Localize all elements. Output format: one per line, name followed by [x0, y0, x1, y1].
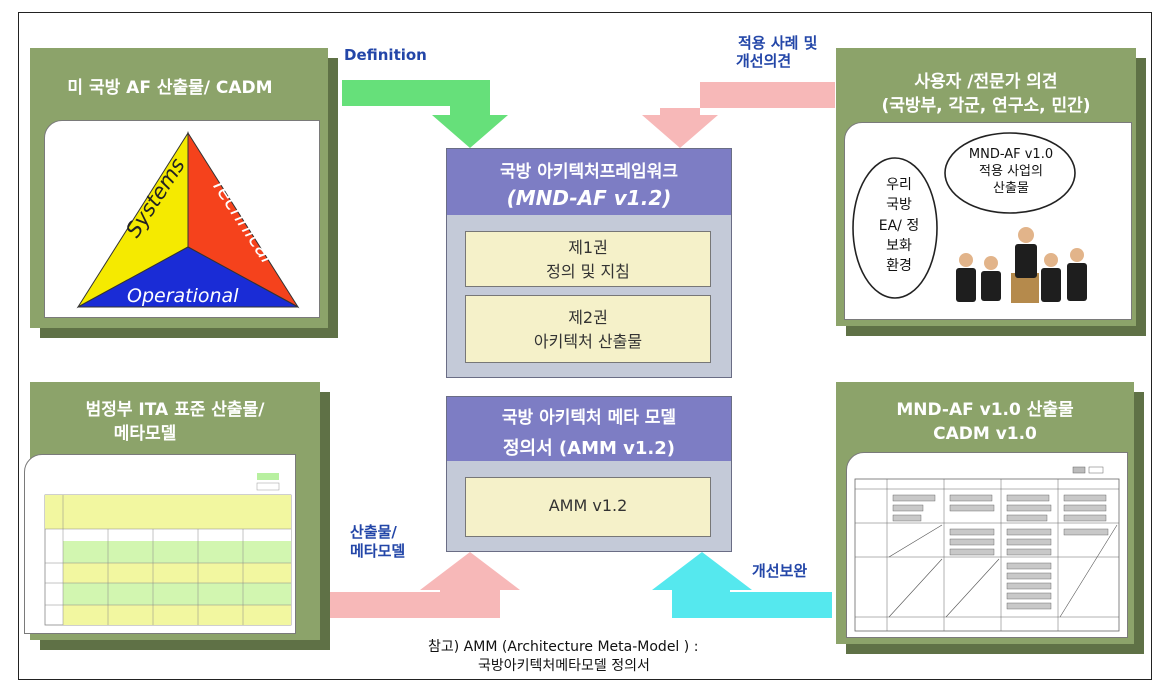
left-bubble [852, 157, 938, 299]
panel-bottom-right-title-2: CADM v1.0 [933, 424, 1037, 444]
feedback-arrow [642, 80, 835, 148]
right-bubble [944, 132, 1076, 214]
right-bubble-line-3: 산출물 [993, 180, 1029, 196]
ita-table-thumbnail [44, 473, 292, 626]
cadm-table-thumbnail [854, 466, 1120, 632]
panel-bottom-left: 범정부 ITA 표준 산출물/ 메타모델 [24, 382, 320, 640]
panel-top-left: 미 국방 AF 산출물/ CADM Systems Technical Oper… [30, 48, 328, 328]
volume-1-line-2: 정의 및 지침 [546, 262, 630, 281]
panel-bottom-right: MND-AF v1.0 산출물 CADM v1.0 [836, 382, 1134, 644]
footnote-line-2: 국방아키텍처메타모델 정의서 [478, 658, 650, 674]
right-bubble-line-2: 적용 사업의 [979, 163, 1043, 179]
outputs-arrow [330, 552, 520, 618]
diagram-frame [18, 12, 1152, 680]
volume-2-line-1: 제2권 [568, 308, 608, 327]
left-bubble-line-3: EA/ 정 [878, 217, 920, 234]
panel-top-right: 사용자 /전문가 의견 (국방부, 각군, 연구소, 민간) MND-AF v1… [836, 48, 1136, 326]
volume-2-line-2: 아키텍처 산출물 [533, 332, 643, 351]
amm-box-label: AMM v1.2 [548, 496, 628, 515]
amm-title-1: 국방 아키텍처 메타 모델 [501, 408, 677, 428]
framework-panel: 국방 아키텍처프레임워크 (MND-AF v1.2) 제1권 정의 및 지침 제… [446, 148, 732, 378]
opinion-box: MND-AF v1.0 적용 사업의 산출물 우리 국방 EA/ 정 보화 환경 [844, 122, 1132, 320]
amm-panel: 국방 아키텍처 메타 모델 정의서 (AMM v1.2) AMM v1.2 [446, 396, 732, 552]
definition-arrow [342, 80, 508, 148]
left-bubble-text: 우리 국방 EA/ 정 보화 환경 [859, 175, 939, 276]
framework-title-2: (MND-AF v1.2) [506, 186, 672, 210]
panel-top-left-title: 미 국방 AF 산출물/ CADM [67, 78, 273, 98]
left-bubble-line-4: 보화 [886, 237, 912, 254]
panel-bottom-left-title-2: 메타모델 [113, 424, 177, 444]
right-bubble-text: MND-AF v1.0 적용 사업의 산출물 [955, 147, 1067, 198]
operational-face [77, 246, 299, 308]
panel-top-right-title-2: (국방부, 각군, 연구소, 민간) [881, 96, 1091, 116]
framework-title-1: 국방 아키텍처프레임워크 [500, 162, 678, 182]
amm-header: 국방 아키텍처 메타 모델 정의서 (AMM v1.2) [447, 397, 731, 461]
amm-box: AMM v1.2 [465, 477, 711, 537]
outputs-label-2: 메타모델 [350, 542, 406, 560]
definition-label: Definition [344, 46, 427, 64]
framework-header: 국방 아키텍처프레임워크 (MND-AF v1.2) [447, 149, 731, 215]
architecture-views-triangle: Systems Technical Operational [76, 131, 300, 309]
panel-top-right-title-1: 사용자 /전문가 의견 [914, 72, 1058, 92]
volume-2-box: 제2권 아키텍처 산출물 [465, 295, 711, 363]
footnote-line-1: 참고) AMM (Architecture Meta-Model ) : [428, 639, 699, 655]
operational-label: Operational [127, 285, 239, 307]
left-bubble-line-5: 환경 [886, 258, 912, 275]
people-icon [956, 227, 1087, 303]
panel-bottom-left-title-1: 범정부 ITA 표준 산출물/ [85, 400, 265, 420]
left-bubble-line-2: 국방 [886, 197, 912, 214]
ita-document-box [24, 454, 296, 634]
volume-1-line-1: 제1권 [568, 238, 608, 257]
improve-arrow [652, 552, 832, 618]
feedback-label-2: 개선의견 [736, 52, 792, 70]
feedback-label-1: 적용 사례 및 [738, 34, 818, 52]
improve-label: 개선보완 [752, 562, 808, 580]
left-bubble-line-1: 우리 [886, 177, 912, 193]
amm-title-2: 정의서 (AMM v1.2) [502, 438, 676, 459]
volume-1-box: 제1권 정의 및 지침 [465, 231, 711, 287]
triangle-box: Systems Technical Operational [44, 120, 320, 318]
opinion-illustration [852, 132, 1087, 303]
right-bubble-line-1: MND-AF v1.0 [968, 147, 1054, 162]
outputs-label-1: 산출물/ [350, 523, 397, 541]
panel-bottom-right-title-1: MND-AF v1.0 산출물 [896, 400, 1074, 420]
cadm-document-box [846, 452, 1128, 638]
